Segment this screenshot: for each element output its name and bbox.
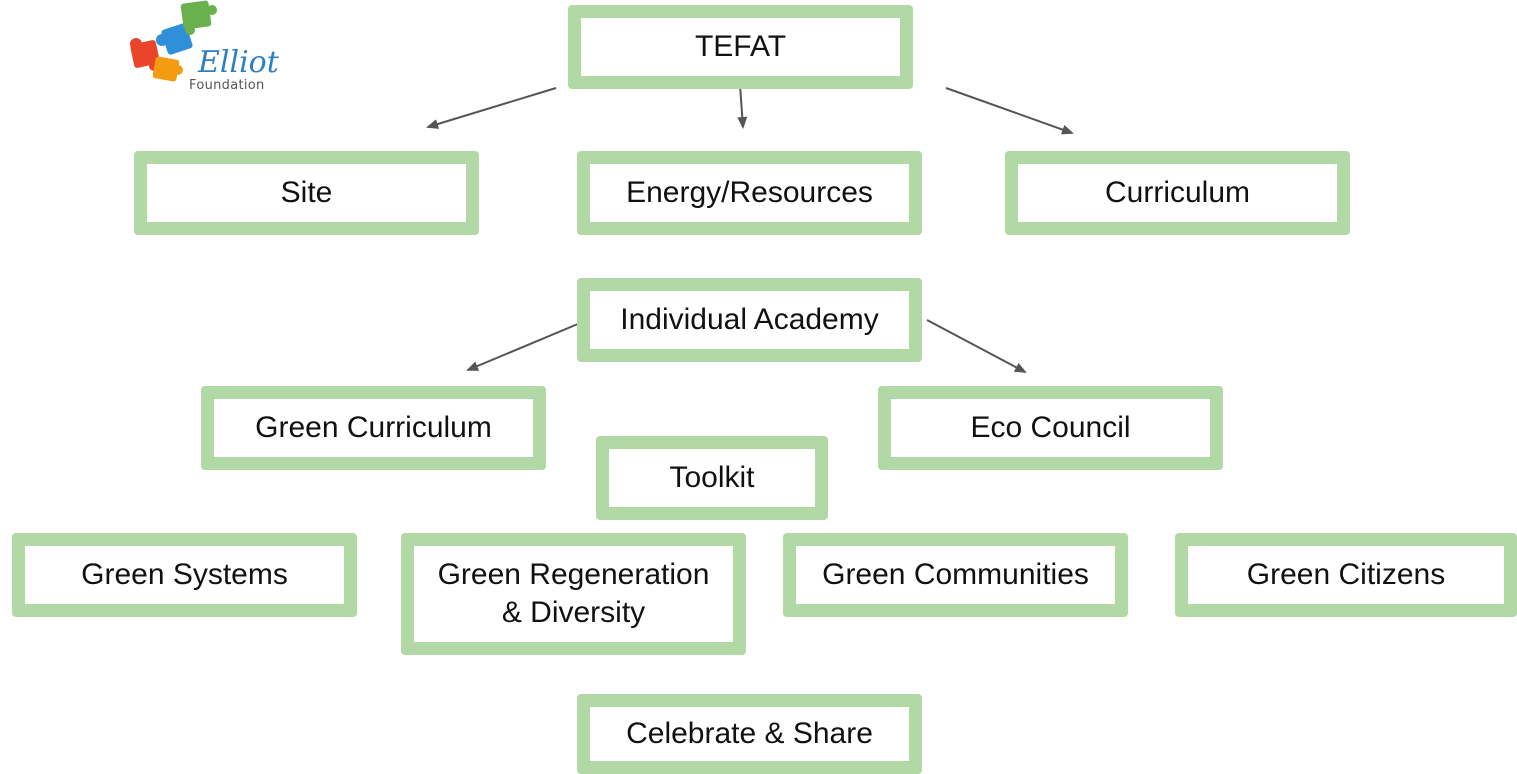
node-green-curriculum: Green Curriculum — [201, 386, 546, 470]
node-celebrate-share: Celebrate & Share — [577, 694, 922, 774]
node-individual-academy: Individual Academy — [577, 278, 922, 362]
node-eco-council: Eco Council — [878, 386, 1223, 470]
node-green-curriculum-label: Green Curriculum — [255, 411, 492, 444]
node-green-regeneration-label-line2: & Diversity — [501, 596, 646, 629]
node-green-systems: Green Systems — [12, 533, 357, 617]
puzzle-piece-red — [130, 38, 160, 71]
node-green-regeneration-label-line1: Green Regeneration — [437, 558, 710, 591]
arrow-tefat-to-curriculum — [945, 87, 1074, 135]
logo-wordmark: Elliot — [197, 45, 280, 80]
arrow-academy-to-green-curriculum — [466, 320, 586, 371]
arrow-tefat-to-energy — [737, 84, 748, 129]
node-curriculum: Curriculum — [1005, 151, 1350, 235]
arrow-tefat-to-site — [426, 87, 557, 129]
node-toolkit: Toolkit — [596, 436, 828, 520]
node-celebrate-share-label: Celebrate & Share — [626, 717, 873, 750]
arrow-academy-to-eco-council — [926, 319, 1027, 373]
node-green-systems-label: Green Systems — [81, 558, 288, 591]
puzzle-piece-orange — [152, 56, 183, 82]
node-toolkit-label: Toolkit — [669, 461, 755, 494]
puzzle-piece-green — [180, 0, 217, 35]
elliot-foundation-logo: Elliot Foundation — [124, 0, 284, 100]
node-energy-resources: Energy/Resources — [577, 151, 922, 235]
node-green-communities-label: Green Communities — [822, 558, 1089, 591]
node-green-regeneration-diversity: Green Regeneration & Diversity — [401, 533, 746, 655]
puzzle-pieces-icon: Elliot — [130, 0, 280, 82]
node-energy-resources-label: Energy/Resources — [626, 176, 873, 209]
node-individual-academy-label: Individual Academy — [620, 303, 879, 336]
node-eco-council-label: Eco Council — [970, 411, 1131, 444]
puzzle-piece-blue — [156, 23, 193, 55]
node-curriculum-label: Curriculum — [1104, 176, 1251, 209]
node-green-citizens: Green Citizens — [1175, 533, 1517, 617]
node-green-communities: Green Communities — [783, 533, 1128, 617]
node-site-label: Site — [280, 176, 333, 209]
node-tefat-label: TEFAT — [694, 30, 787, 63]
node-green-citizens-label: Green Citizens — [1246, 558, 1446, 591]
node-tefat: TEFAT — [568, 5, 913, 89]
node-site: Site — [134, 151, 479, 235]
logo-subtitle: Foundation — [189, 78, 265, 93]
